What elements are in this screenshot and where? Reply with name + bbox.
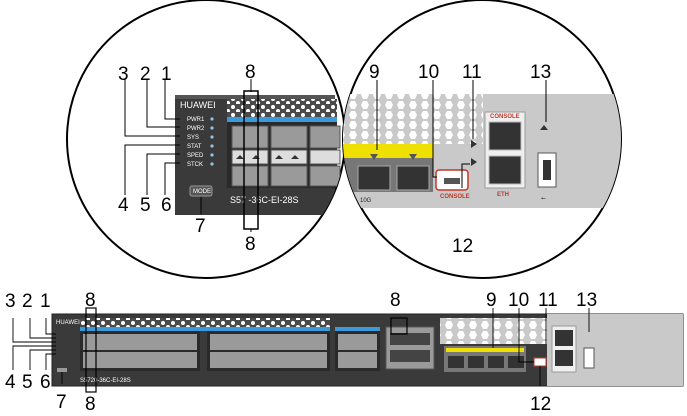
callout-4-zoom: 4 [118,195,129,216]
callout-8-zoom-top: 8 [245,62,256,83]
indicator-label-pwr1: PWR1 [187,117,205,123]
eth-port-label: ETH [497,192,509,198]
usb-port-full[interactable] [583,347,595,369]
callout-6-full: 6 [40,372,51,393]
callout-11-full: 11 [538,290,558,311]
callout-10-zoom: 10 [418,62,439,83]
mode-button-full[interactable] [57,368,67,372]
callout-3-zoom: 3 [118,64,129,85]
callout-8-zoom-bottom: 8 [245,234,256,255]
mini-console-port-full[interactable] [533,357,547,367]
callout-8-full-bottom: 8 [85,394,96,415]
right-zoom-circle: 10G CONSOLE CONSOLE ETH ⭠ [342,0,622,279]
eth-port-full[interactable] [555,350,573,366]
callout-5-zoom: 5 [140,195,151,216]
mode-button-label: MODE [193,189,211,195]
callout-8-full-top: 8 [85,290,96,311]
callout-10-full: 10 [508,290,529,311]
callout-5-full: 5 [22,372,33,393]
led-pwr2 [210,126,214,130]
callout-8-full-combo: 8 [390,290,401,311]
ge-port-zoom-1 [357,165,391,191]
leader-lines-left [124,79,252,232]
sfp-block-2 [207,331,330,371]
callout-13-full: 13 [576,290,597,311]
console-port-label: CONSOLE [490,114,520,120]
indicator-label-stck: STCK [187,162,203,168]
indicator-list: PWR1 PWR2 SYS STAT SPED STCK [187,117,214,168]
callout-11-zoom: 11 [462,62,482,83]
full-front-panel: HUAWEI [5,290,684,415]
indicator-label-sys: SYS [187,135,199,141]
callout-6-zoom: 6 [161,195,172,216]
led-sys [210,135,214,139]
brand-label: HUAWEI [180,100,216,110]
callout-1-full: 1 [40,291,51,312]
indicator-label-pwr2: PWR2 [187,126,205,132]
callout-9-full: 9 [486,290,497,311]
ge-port-zoom-2 [396,165,430,191]
leader-lines-full [12,308,590,386]
leader-lines-right [376,80,547,188]
bracket-8-full-right [390,317,408,335]
callout-2-full: 2 [22,291,33,312]
mode-button[interactable] [189,185,213,197]
mini-console-label: CONSOLE [440,194,470,200]
led-stck [210,162,214,166]
indicator-label-sped: SPED [187,153,204,159]
model-label-full: S5720-36C-EI-28S [80,378,131,384]
sfp-port-group-zoom [231,125,341,187]
bracket-8-full-left [85,307,97,393]
sfp-block-3 [335,331,380,371]
usb-symbol: ⭠ [541,196,546,202]
callout-4-full: 4 [5,372,16,393]
led-pwr1 [210,117,214,121]
model-label-zoom: S57 -36C-EI-28S [230,195,299,205]
led-sped [210,153,214,157]
callout-7-full: 7 [56,392,67,413]
indicator-label-stat: STAT [187,144,202,150]
console-rj45-port[interactable] [488,121,522,151]
combo-port-block [385,326,435,370]
left-zoom-circle: HUAWEI PWR1 PWR2 SYS STAT SPED STCK MODE… [66,0,346,279]
callout-13-zoom: 13 [530,62,551,83]
console-rj45-port-full[interactable] [555,330,573,346]
callout-9-zoom: 9 [369,62,380,83]
port-group-label: 10G [360,198,372,204]
callout-3-full: 3 [5,291,16,312]
callout-7-zoom: 7 [195,216,206,237]
sfp-block-1 [80,331,200,371]
callout-12-full: 12 [530,394,551,415]
callout-1-zoom: 1 [161,64,172,85]
callout-2-zoom: 2 [140,64,151,85]
callout-12-zoom: 12 [452,236,473,257]
brand-label-full: HUAWEI [56,320,80,326]
led-stat [210,144,214,148]
eth-management-port[interactable] [488,155,522,185]
ge-port-block-full [444,346,526,372]
